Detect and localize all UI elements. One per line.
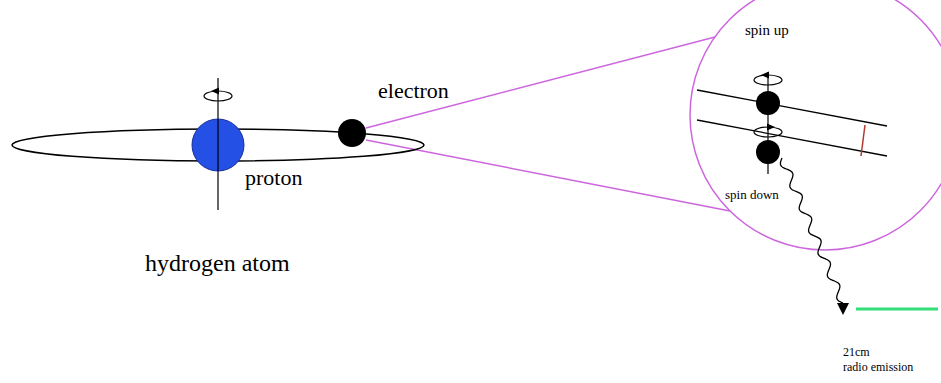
zoom-line <box>366 140 730 211</box>
state-label: spin up <box>745 22 789 39</box>
energy-level <box>697 90 887 126</box>
energy-gap <box>861 125 865 156</box>
spin-arrowhead <box>761 72 769 79</box>
electron-ball <box>756 140 780 164</box>
spin-axis <box>217 78 218 210</box>
wavelength-label: 21cm <box>843 346 870 360</box>
photon-wave <box>780 158 843 303</box>
spin-arrowhead <box>211 88 219 95</box>
proton-ball <box>192 119 244 171</box>
emission-label: radio emission <box>843 361 913 375</box>
electron-ball <box>756 91 780 115</box>
energy-level <box>697 120 887 156</box>
figure-label: hydrogen atom <box>145 250 290 278</box>
part-label: proton <box>245 165 302 190</box>
state-label: spin down <box>725 188 779 203</box>
zoom-line <box>366 37 715 128</box>
electron-ball <box>338 119 366 147</box>
wavelength-bar <box>856 308 938 311</box>
spin-axis <box>217 119 218 171</box>
zoom-circle <box>690 0 941 250</box>
spin-arrowhead <box>767 124 775 131</box>
part-label: electron <box>378 78 449 103</box>
photon-arrowhead <box>837 303 849 315</box>
